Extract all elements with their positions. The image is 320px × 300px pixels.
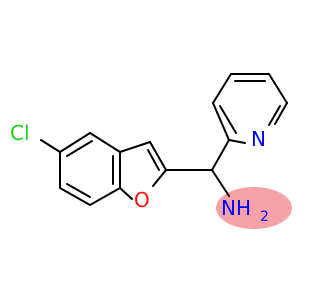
double-bond-inner — [268, 105, 281, 126]
bond — [59, 187, 91, 206]
amine-label: NH — [221, 196, 251, 220]
double-bond-inner — [219, 105, 237, 134]
double-bond-inner — [147, 149, 160, 171]
bond — [228, 139, 246, 144]
bond — [89, 132, 121, 153]
bond — [119, 141, 151, 153]
bond — [149, 141, 167, 171]
nitrogen-label: N — [251, 127, 266, 151]
bond — [59, 132, 91, 153]
bond — [211, 139, 230, 171]
bond — [212, 73, 232, 104]
bond — [119, 187, 133, 200]
double-bond-inner — [66, 140, 93, 157]
oxygen-label: O — [134, 188, 150, 212]
bond — [274, 102, 288, 125]
amine-highlight — [216, 187, 292, 229]
bond — [89, 187, 121, 206]
chlorine-label: Cl — [10, 121, 30, 145]
bond — [211, 169, 230, 197]
double-bond-inner — [66, 183, 91, 198]
bond — [212, 102, 230, 141]
bonds — [40, 73, 288, 206]
bond — [40, 139, 61, 153]
bond — [268, 73, 288, 104]
amine-subscript: 2 — [260, 209, 269, 225]
bond — [152, 169, 167, 187]
chemical-structure: Cl O N NH 2 — [10, 73, 292, 229]
